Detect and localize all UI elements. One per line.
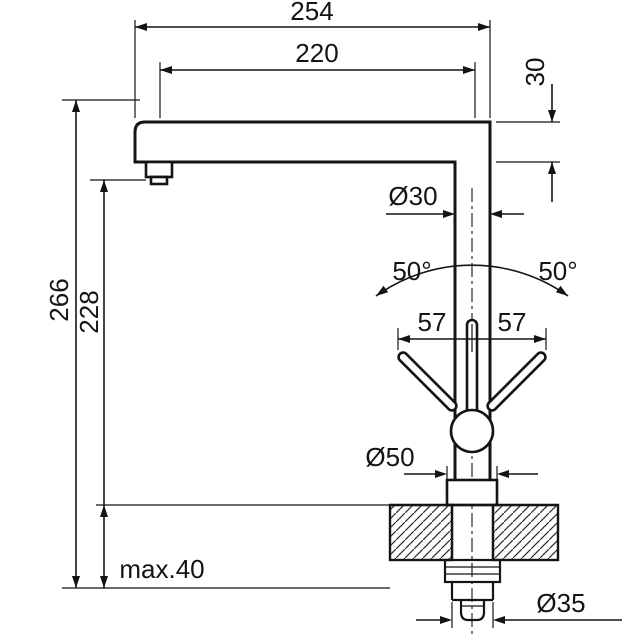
- dimension-max-40: max.40: [62, 504, 390, 589]
- dim-spout-height: 30: [520, 58, 550, 87]
- countertop-section: [388, 503, 560, 562]
- dimension-30: 30: [496, 58, 560, 202]
- dim-lever-left: 57: [418, 307, 447, 337]
- dim-overall-height: 266: [44, 278, 74, 321]
- dim-swivel-left: 50°: [392, 256, 431, 286]
- dim-spout-clearance: 228: [74, 290, 104, 333]
- dim-pipe-diameter: Ø30: [388, 181, 437, 211]
- dimension-base-diameter: Ø50: [365, 442, 538, 479]
- dim-max-counter-thickness: max.40: [119, 554, 204, 584]
- mounting-nut: [443, 558, 502, 584]
- lever-left-position: [397, 351, 458, 412]
- lever-assembly: [397, 318, 547, 454]
- dimension-57-57: 57 57: [397, 307, 547, 352]
- dim-base-diameter: Ø50: [365, 442, 414, 472]
- hose-connector: [459, 600, 486, 622]
- dimension-266: 266: [44, 99, 140, 588]
- lever-right-position: [486, 351, 547, 412]
- aerator: [144, 160, 174, 179]
- ball-joint: [449, 408, 495, 454]
- dimension-228: 228: [74, 179, 146, 588]
- dimension-220: 220: [159, 38, 476, 118]
- dimension-hole-diameter: Ø35: [416, 588, 622, 628]
- dim-lever-right: 57: [498, 307, 527, 337]
- faucet-outline: [133, 120, 492, 482]
- dimension-pipe-diameter: Ø30: [386, 181, 524, 218]
- swivel-arc: 50° 50°: [375, 256, 578, 297]
- dimension-254: 254: [134, 0, 491, 118]
- dim-hole-diameter: Ø35: [536, 588, 585, 618]
- base-flange: [445, 478, 499, 507]
- dim-overall-length: 254: [290, 0, 333, 26]
- dim-spout-reach: 220: [295, 38, 338, 68]
- dim-swivel-right: 50°: [538, 256, 577, 286]
- mounting-shank: [443, 505, 502, 622]
